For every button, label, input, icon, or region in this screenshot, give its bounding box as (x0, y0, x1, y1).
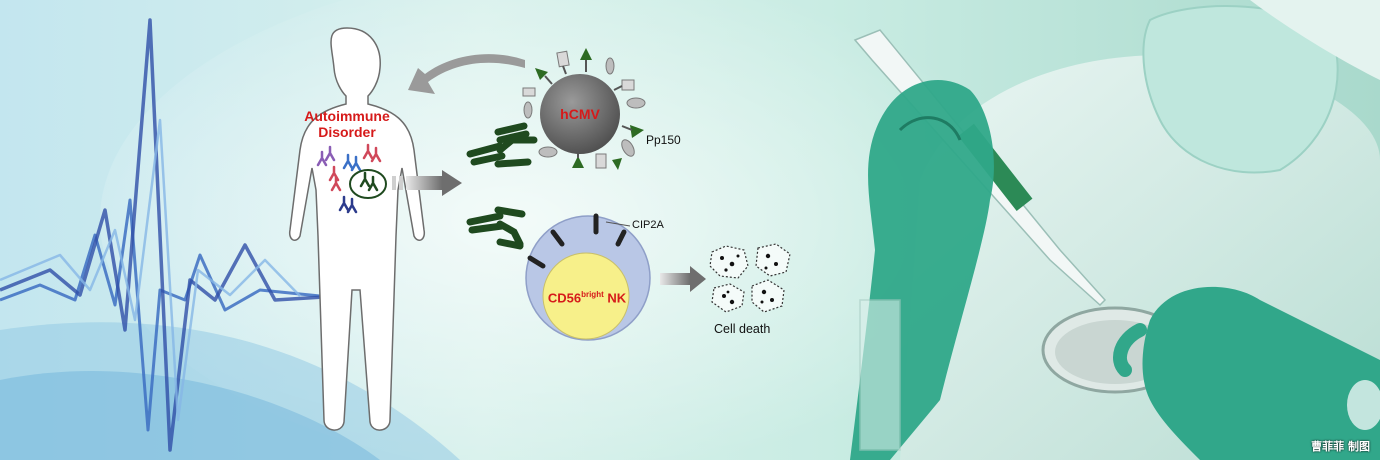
human-label-line2: Disorder (318, 124, 376, 140)
hcmv-virus (522, 48, 646, 170)
body-antibodies (316, 143, 382, 214)
body-to-cells-arrow (392, 170, 462, 196)
heartbeat-lines (0, 18, 341, 452)
virus-label: hCMV (560, 106, 600, 122)
highlight-circle (349, 169, 387, 199)
credit-text: 曹菲菲 制图 (1311, 440, 1370, 453)
antibody-pair-upper (466, 122, 538, 168)
nk-to-death-arrow (660, 266, 706, 292)
human-label-line1: Autoimmune (304, 108, 390, 124)
outcome-label: Cell death (714, 322, 771, 336)
glove-right (1142, 286, 1380, 460)
nk-cell (525, 213, 651, 341)
human-silhouette (288, 27, 426, 431)
blue-swoosh (0, 322, 460, 460)
curved-arrow (408, 54, 525, 94)
protein-label: Pp150 (646, 133, 681, 147)
human-label: Autoimmune Disorder (291, 108, 403, 140)
cip-label: CIP2A (632, 219, 664, 231)
nk-label-sup: bright (581, 290, 604, 299)
lab-photo (850, 0, 1380, 460)
antibody-pair-lower (466, 206, 526, 250)
nk-label: CD56bright NK (543, 290, 631, 305)
nk-label-main: CD56 (547, 290, 582, 306)
nk-label-suffix: NK (607, 290, 627, 306)
